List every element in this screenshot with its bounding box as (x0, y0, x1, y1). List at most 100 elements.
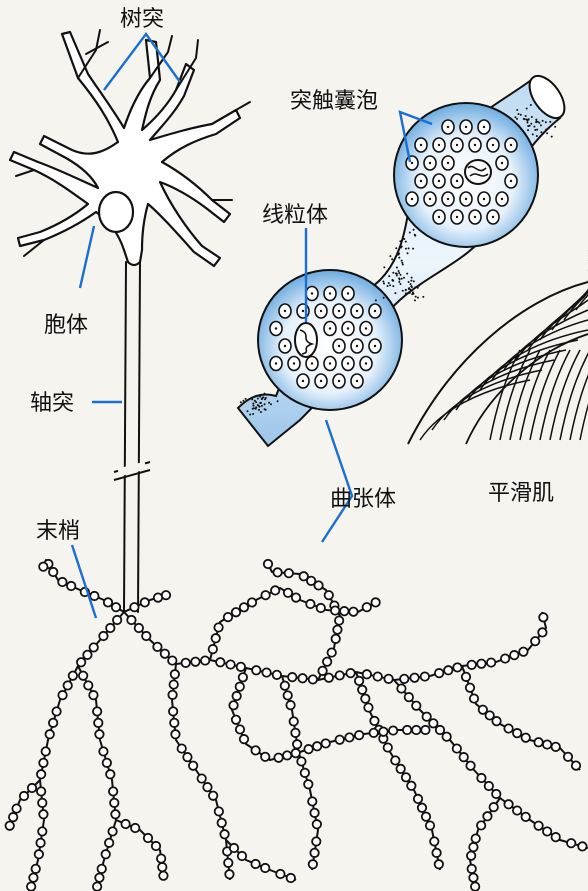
muscle-fiber (550, 350, 580, 440)
varicosity-bead (371, 598, 379, 606)
vesicle-core (438, 180, 440, 182)
varicosity-bead (335, 616, 343, 624)
stipple-dot (252, 402, 254, 404)
stipple-dot (259, 402, 261, 404)
varicosity-bead (534, 822, 542, 830)
varicosity-bead (6, 822, 14, 830)
stipple-dot (529, 125, 531, 127)
muscle-fiber (500, 350, 530, 440)
vesicle-core (492, 144, 494, 146)
varicosity-bead (467, 852, 475, 860)
stipple-dot (410, 280, 412, 282)
stipple-dot (405, 241, 407, 243)
stipple-dot (260, 411, 262, 413)
varicosity-bead (355, 677, 363, 685)
varicosity-bead (345, 733, 353, 741)
stipple-dot (264, 398, 266, 400)
varicosity-bead (262, 668, 270, 676)
vesicle-core (284, 345, 286, 347)
varicosity-bead (510, 651, 518, 659)
varicosity-bead (322, 739, 330, 747)
vesicle-core (338, 310, 340, 312)
stipple-dot (258, 409, 260, 411)
varicosity-bead (309, 860, 317, 868)
stipple-dot (533, 126, 535, 128)
varicosity-bead (323, 658, 331, 666)
varicosity-bead (203, 783, 211, 791)
varicosity-bead (261, 591, 269, 599)
varicosity-bead (159, 872, 167, 880)
varicosity-bead (131, 824, 139, 832)
smooth-muscle-boundary (408, 282, 588, 444)
stipple-dot (545, 121, 547, 123)
varicosity-bead (224, 613, 232, 621)
varicosity-bead (109, 787, 117, 795)
stipple-dot (402, 264, 404, 266)
stipple-dot (398, 272, 400, 274)
varicosity-bead (79, 672, 87, 680)
varicosity-bead (182, 659, 190, 667)
varicosity-bead (32, 865, 40, 873)
varicosity-bead (418, 804, 426, 812)
stipple-dot (255, 408, 257, 410)
varicosity-bead (104, 598, 112, 606)
vesicle-core (411, 198, 413, 200)
varicosity-bead (292, 749, 300, 757)
stipple-dot (389, 255, 391, 257)
label-smooth-muscle: 平滑肌 (488, 481, 554, 506)
varicosity-bead (142, 632, 150, 640)
dendrite-twig (16, 170, 34, 176)
vesicle-core (501, 162, 503, 164)
stipple-dot (398, 277, 400, 279)
varicosity-bead (39, 759, 47, 767)
varicosity-bead (389, 726, 397, 734)
varicosity-bead (462, 673, 470, 681)
stipple-dot (530, 104, 532, 106)
varicosity-bead (453, 744, 461, 752)
vesicle-core (311, 362, 313, 364)
vesicle-core (365, 327, 367, 329)
stipple-dot (413, 280, 415, 282)
varicosity-bead (469, 874, 477, 882)
stipple-dot (413, 229, 415, 231)
varicosity-bead (298, 674, 306, 682)
leader-dendrite (104, 34, 180, 90)
varicosity-bead (490, 803, 498, 811)
stipple-dot (398, 281, 400, 283)
varicosity-bead (317, 604, 325, 612)
stipple-dot (540, 135, 542, 137)
vesicle-core (483, 198, 485, 200)
stipple-dot (415, 296, 417, 298)
stipple-dot (259, 406, 261, 408)
stipple-dot (382, 280, 384, 282)
vesicle-core (320, 310, 322, 312)
varicosity-bead (288, 673, 296, 681)
varicosity-bead (432, 849, 440, 857)
varicosity-bead (363, 603, 371, 611)
varicosity-bead (39, 810, 47, 818)
varicosity-bead (466, 684, 474, 692)
stipple-dot (245, 398, 247, 400)
vesicle-core (347, 292, 349, 294)
varicosity-bead (422, 812, 430, 820)
varicosity-bead (264, 560, 272, 568)
varicosity-bead (168, 691, 176, 699)
varicosity-bead (310, 809, 318, 817)
varicosity-bead (152, 842, 160, 850)
label-dendrite: 树突 (120, 7, 164, 32)
stipple-dot (392, 280, 394, 282)
vesicle-core (356, 380, 358, 382)
varicosity-bead (412, 702, 420, 710)
stipple-dot (540, 131, 542, 133)
varicosity-bead (522, 734, 530, 742)
stipple-dot (407, 292, 409, 294)
vesicle-core (465, 198, 467, 200)
stipple-dot (261, 398, 263, 400)
varicosity-bead (370, 729, 378, 737)
label-varicosity: 曲张体 (330, 487, 396, 512)
stipple-dot (409, 292, 411, 294)
vesicle-core (456, 180, 458, 182)
nucleus (99, 192, 133, 232)
varicosity-bead (572, 761, 580, 769)
stipple-dot (418, 285, 420, 287)
